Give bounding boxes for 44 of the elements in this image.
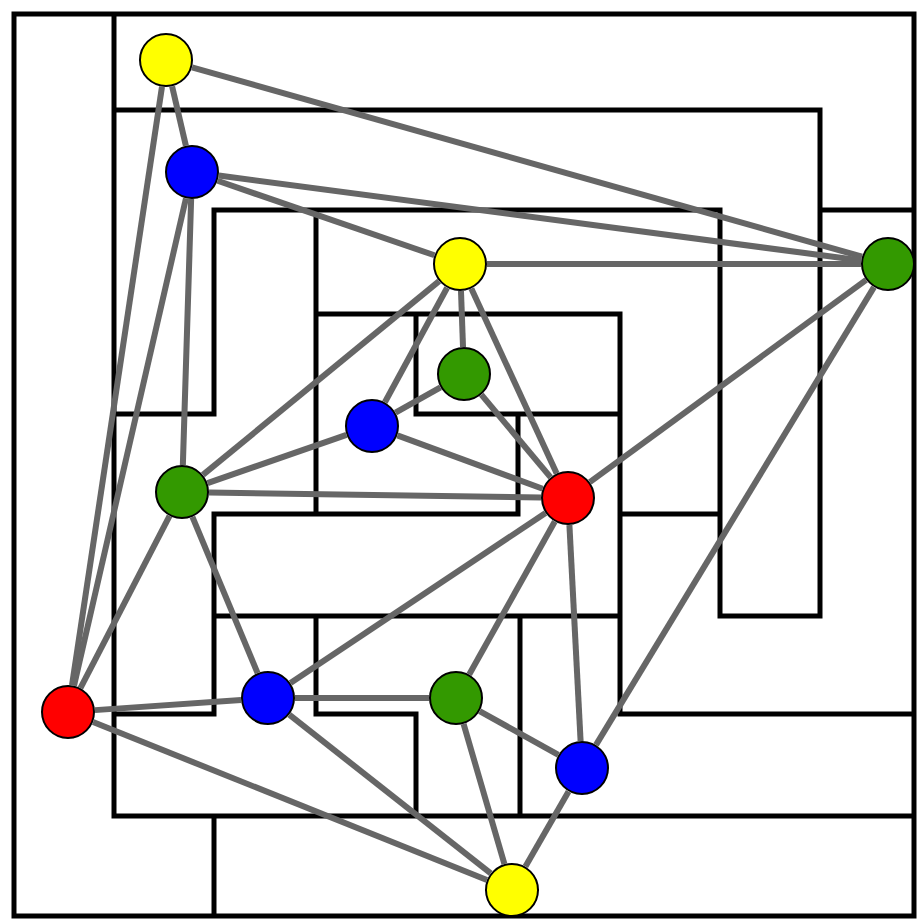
edge-line: [94, 696, 242, 714]
edge-line: [288, 510, 548, 686]
edge-line: [522, 789, 572, 869]
circle-node: [541, 471, 595, 525]
edge-line: [468, 287, 560, 475]
edge-line: [91, 719, 489, 883]
edge-line: [466, 520, 558, 676]
edge-line: [189, 515, 261, 675]
circle-node: [433, 237, 487, 291]
edge-line: [77, 514, 173, 690]
circle-node: [429, 671, 483, 725]
edge-line: [566, 524, 584, 742]
edge-line: [479, 392, 553, 480]
edge-line: [208, 489, 542, 501]
circle-node: [485, 863, 539, 917]
edge-line: [169, 85, 189, 147]
edge-line: [218, 172, 862, 264]
circle-node: [345, 399, 399, 453]
edge-line: [200, 278, 442, 478]
edge-line: [458, 290, 466, 348]
circle-node: [437, 347, 491, 401]
edge-line: [593, 285, 877, 747]
edge-line: [460, 723, 508, 865]
circle-node: [165, 145, 219, 199]
circle-node: [139, 33, 193, 87]
edge-line: [71, 197, 189, 687]
edge-line: [394, 384, 442, 416]
edge-line: [191, 64, 863, 260]
circle-node: [241, 671, 295, 725]
edge-line: [396, 432, 544, 492]
circle-node: [861, 237, 915, 291]
edge-line: [478, 708, 560, 758]
circle-node: [555, 741, 609, 795]
edge-line: [382, 286, 450, 404]
edge-line: [69, 86, 165, 686]
edge-line: [206, 432, 348, 486]
circle-node: [155, 465, 209, 519]
edge-line: [295, 695, 429, 701]
edge-line: [287, 712, 493, 876]
edge-line: [487, 261, 861, 267]
circle-node: [41, 685, 95, 739]
edge-line: [588, 277, 868, 485]
edge-line: [179, 198, 195, 466]
edge-line: [216, 177, 436, 259]
